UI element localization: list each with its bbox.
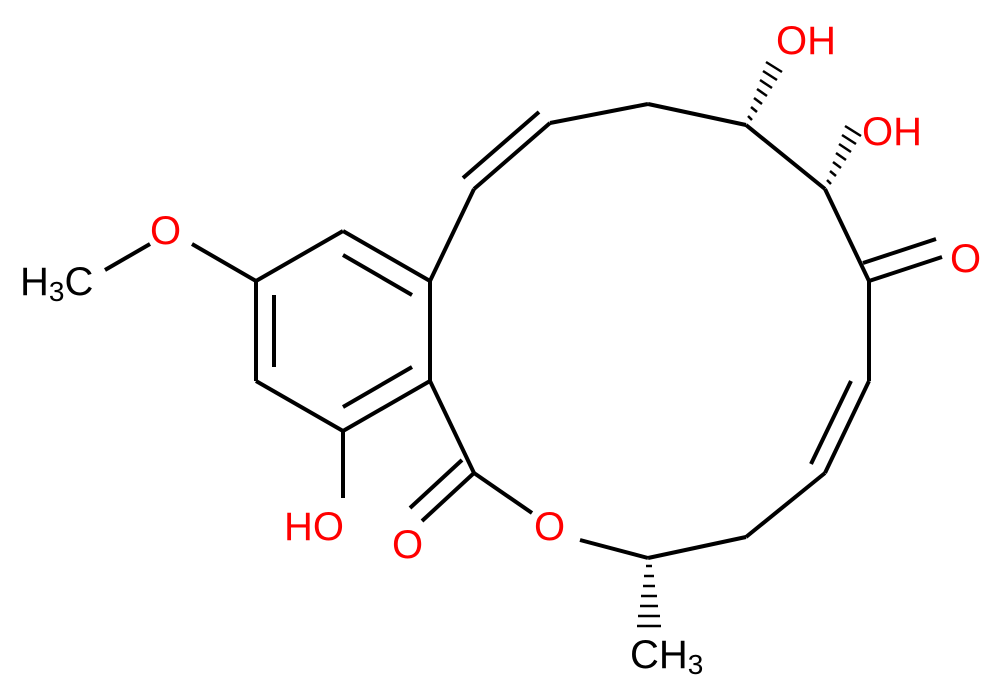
methoxy-oxygen-label: O (150, 209, 181, 253)
hashed-wedge (747, 60, 783, 121)
hashed-wedge (637, 564, 661, 628)
bond (744, 123, 827, 191)
bond (809, 380, 853, 465)
bond (255, 229, 344, 283)
oh-top-label: OH (776, 19, 836, 63)
lactone-carbonyl-oxygen-label: O (392, 523, 423, 567)
h3c-c: C (64, 260, 93, 304)
ketone-oxygen-label: O (950, 237, 981, 281)
bond (472, 121, 552, 191)
bond (461, 110, 541, 180)
ch3-ch: CH (630, 633, 688, 677)
bond (549, 102, 649, 125)
bond (428, 380, 476, 474)
bond (647, 102, 747, 127)
atom-labels: OH OH O O H3C HO O O CH3 (20, 19, 981, 680)
ring-oxygen-label: O (534, 505, 565, 549)
bond (342, 379, 431, 433)
stereo-layer (637, 60, 862, 628)
bond (342, 229, 431, 283)
bond (103, 242, 152, 272)
methyl-ch3-label: CH3 (630, 633, 703, 680)
bond (341, 253, 414, 297)
bond (823, 380, 871, 474)
h3c-subscript: 3 (49, 276, 65, 307)
bond (647, 535, 747, 560)
bond (428, 188, 476, 282)
bond (868, 255, 943, 283)
bond (744, 471, 827, 539)
bond (420, 471, 476, 523)
oh-right-label: OH (862, 110, 922, 154)
hashed-wedge (826, 124, 862, 185)
bond (472, 471, 534, 515)
methyl-h3c-label: H3C (20, 260, 93, 307)
bond (255, 379, 344, 433)
bond-layer (103, 102, 943, 560)
bond (341, 365, 414, 409)
ch3-subscript: 3 (688, 649, 704, 680)
h3c-h: H (20, 260, 49, 304)
bond (579, 538, 649, 560)
bond (408, 458, 464, 510)
bond (862, 237, 937, 265)
phenol-oh-label: HO (284, 505, 344, 549)
bond (823, 188, 871, 282)
bond (190, 242, 258, 283)
